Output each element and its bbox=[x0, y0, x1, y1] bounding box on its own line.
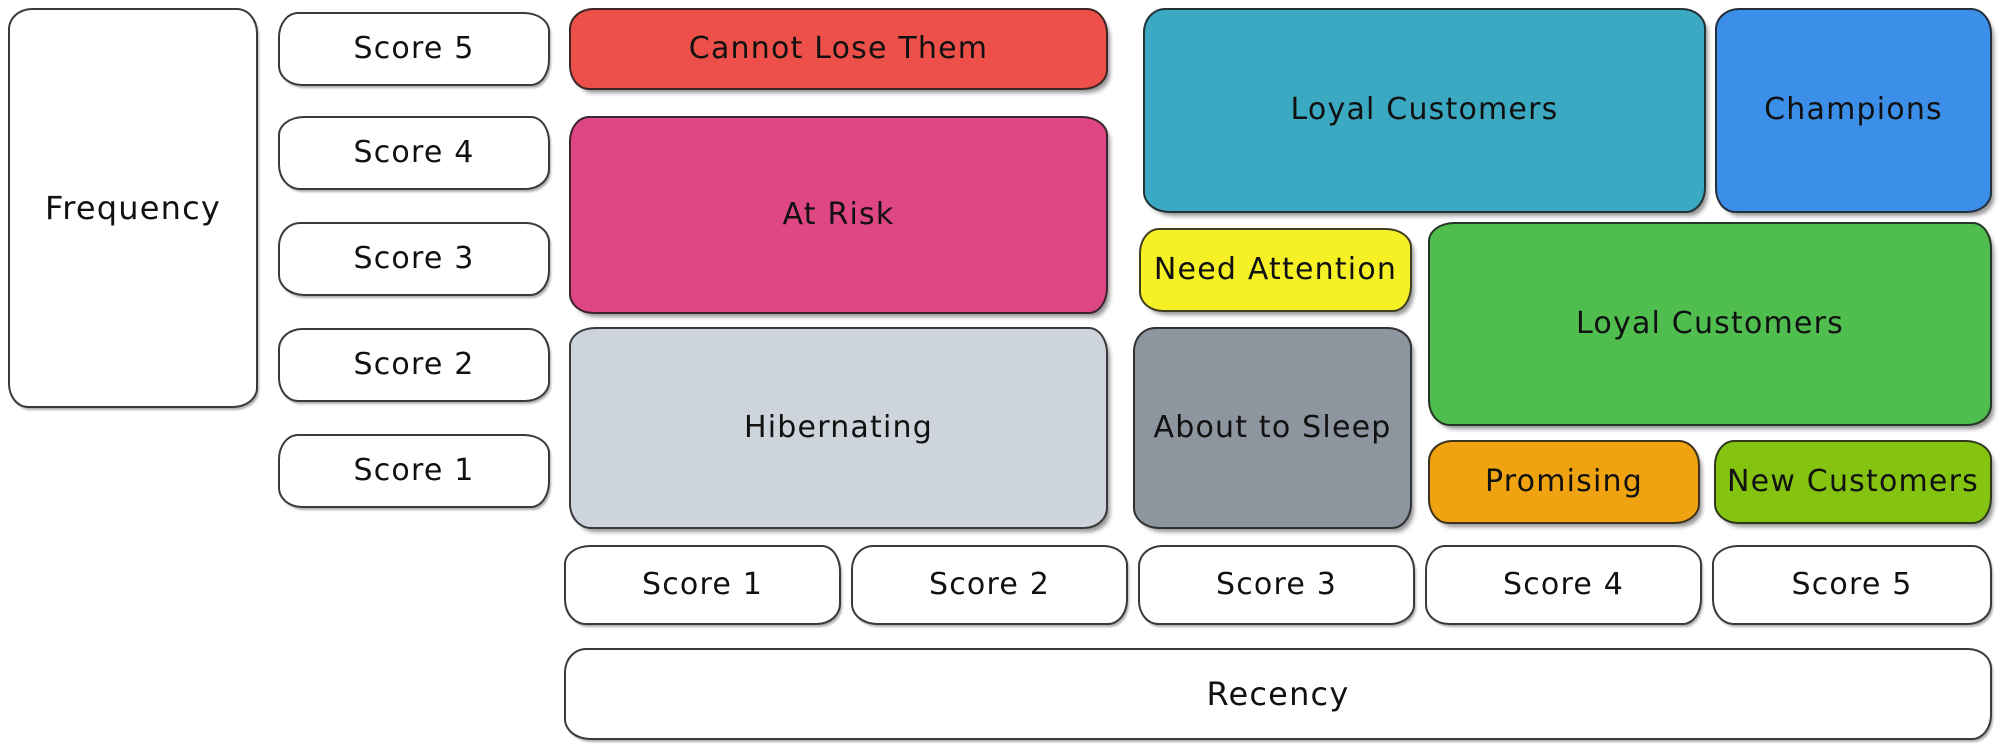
frequency-score-2-label: Score 2 bbox=[353, 346, 475, 382]
segment-new-customers[interactable]: New Customers bbox=[1714, 440, 1992, 524]
frequency-score-3-label: Score 3 bbox=[353, 240, 475, 276]
segment-cannot-lose-them[interactable]: Cannot Lose Them bbox=[569, 8, 1108, 90]
segment-loyal-customers-green[interactable]: Loyal Customers bbox=[1428, 222, 1992, 426]
segment-need-attention[interactable]: Need Attention bbox=[1139, 228, 1412, 312]
segment-at-risk-label: At Risk bbox=[782, 196, 895, 232]
frequency-axis-text: Frequency bbox=[44, 188, 222, 227]
frequency-score-2[interactable]: Score 2 bbox=[278, 328, 550, 402]
recency-score-5-label: Score 5 bbox=[1791, 566, 1913, 602]
recency-score-5[interactable]: Score 5 bbox=[1712, 545, 1992, 625]
recency-axis-text: Recency bbox=[1206, 674, 1350, 713]
segment-loyal-customers-green-label: Loyal Customers bbox=[1576, 305, 1844, 341]
frequency-score-4[interactable]: Score 4 bbox=[278, 116, 550, 190]
segment-loyal-customers-teal[interactable]: Loyal Customers bbox=[1143, 8, 1706, 213]
recency-axis-label: Recency bbox=[564, 648, 1992, 740]
segment-promising[interactable]: Promising bbox=[1428, 440, 1700, 524]
frequency-score-5-label: Score 5 bbox=[353, 30, 475, 66]
segment-new-customers-label: New Customers bbox=[1727, 463, 1979, 499]
recency-score-1-label: Score 1 bbox=[641, 566, 764, 602]
recency-score-3-label: Score 3 bbox=[1215, 566, 1338, 602]
recency-score-4-label: Score 4 bbox=[1502, 566, 1625, 602]
recency-score-4[interactable]: Score 4 bbox=[1425, 545, 1702, 625]
recency-score-3[interactable]: Score 3 bbox=[1138, 545, 1415, 625]
segment-need-attention-label: Need Attention bbox=[1153, 251, 1398, 287]
recency-score-2[interactable]: Score 2 bbox=[851, 545, 1128, 625]
frequency-score-4-label: Score 4 bbox=[353, 134, 475, 170]
segment-at-risk[interactable]: At Risk bbox=[569, 116, 1108, 314]
segment-champions-label: Champions bbox=[1764, 92, 1943, 128]
frequency-score-3[interactable]: Score 3 bbox=[278, 222, 550, 296]
recency-score-2-label: Score 2 bbox=[928, 566, 1051, 602]
frequency-score-5[interactable]: Score 5 bbox=[278, 12, 550, 86]
segment-about-to-sleep[interactable]: About to Sleep bbox=[1133, 327, 1412, 529]
frequency-score-1[interactable]: Score 1 bbox=[278, 434, 550, 508]
frequency-score-1-label: Score 1 bbox=[353, 452, 475, 488]
frequency-axis-label: Frequency bbox=[8, 8, 258, 408]
recency-score-1[interactable]: Score 1 bbox=[564, 545, 841, 625]
segment-loyal-customers-teal-label: Loyal Customers bbox=[1290, 92, 1559, 128]
segment-champions[interactable]: Champions bbox=[1715, 8, 1992, 213]
segment-promising-label: Promising bbox=[1485, 463, 1643, 499]
segment-hibernating[interactable]: Hibernating bbox=[569, 327, 1108, 529]
segment-cannot-lose-them-label: Cannot Lose Them bbox=[688, 30, 989, 66]
segment-about-to-sleep-label: About to Sleep bbox=[1153, 409, 1392, 445]
segment-hibernating-label: Hibernating bbox=[744, 409, 933, 445]
